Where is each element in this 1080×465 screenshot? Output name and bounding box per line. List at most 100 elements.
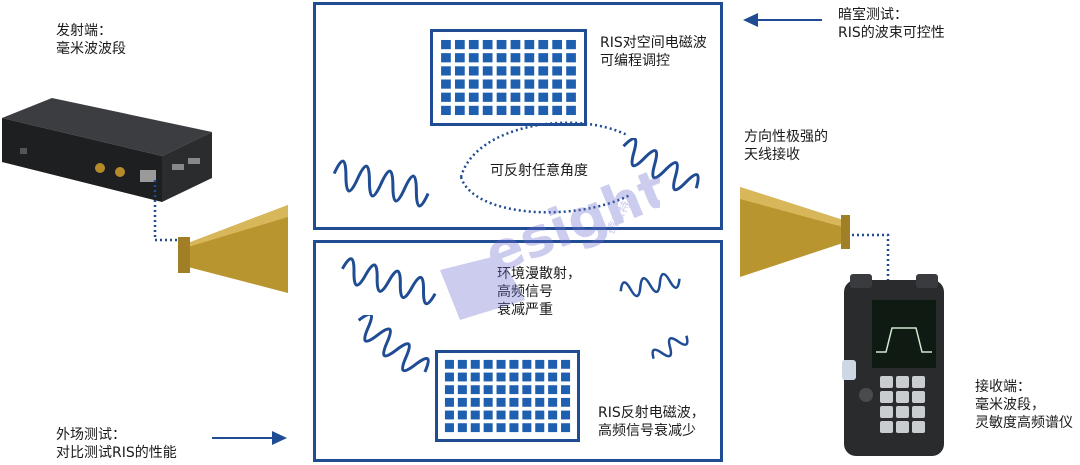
ris-cell [468, 79, 479, 89]
ris-cell [522, 359, 532, 369]
scatter-caption-line2: 高频信号 [497, 284, 553, 300]
watermark-logo: esight 德思特 [440, 160, 660, 320]
ris-cell [468, 39, 479, 50]
ris-cell [509, 359, 519, 369]
receiver-label-line1: 接收端： [975, 379, 1031, 395]
ris-cell [561, 359, 571, 369]
ris-cell [548, 359, 558, 369]
receiver-label-line2: 毫米波段， [975, 397, 1045, 413]
ris-cell [454, 53, 465, 63]
ris-cell [509, 410, 519, 420]
transmitter-label-line2: 毫米波波段 [56, 41, 126, 57]
ris-cell [444, 372, 454, 382]
ris-cell [509, 385, 519, 395]
directional-label-line2: 天线接收 [744, 147, 800, 163]
ris-cell [457, 423, 467, 433]
ris-cell [510, 79, 521, 89]
ris-cell [548, 423, 558, 433]
ris-cell [441, 39, 451, 50]
ris-cell [548, 372, 558, 382]
ris-cell [522, 372, 532, 382]
ris-cell [457, 397, 467, 407]
ris-cell [522, 410, 532, 420]
scatter-wave-icon-4 [651, 335, 689, 360]
scatter-caption-line3: 衰减严重 [497, 302, 553, 318]
reflected-wave-icon [622, 138, 700, 192]
ris-cell [509, 423, 519, 433]
ris-cell [552, 39, 563, 50]
ris-cell [482, 39, 493, 50]
ris-cell [483, 359, 493, 369]
ris-cell [496, 372, 506, 382]
ris-cell [510, 105, 521, 116]
ris-cell [535, 397, 545, 407]
ris-cell [510, 92, 521, 102]
ris-cell [522, 385, 532, 395]
scatter-caption: 环境漫散射， 高频信号 衰减严重 [497, 265, 581, 319]
ris-cell [538, 53, 549, 63]
ris-grid-bottom [444, 359, 571, 433]
ris-cell [444, 385, 454, 395]
ris-cell [524, 39, 535, 50]
ris-cell [454, 66, 465, 76]
ris-bottom-caption-line1: RIS反射电磁波， [598, 405, 705, 421]
outdoor-label-line1: 外场测试： [56, 427, 126, 443]
ris-cell [483, 397, 493, 407]
ris-cell [457, 385, 467, 395]
ris-cell [482, 53, 493, 63]
transmitter-label: 发射端： 毫米波波段 [56, 22, 126, 58]
ris-cell [441, 66, 451, 76]
ris-cell [524, 105, 535, 116]
ris-cell [444, 423, 454, 433]
ris-cell [482, 79, 493, 89]
ris-cell [496, 105, 507, 116]
ris-cell [441, 92, 451, 102]
ris-cell [566, 105, 576, 116]
ris-cell [524, 92, 535, 102]
ris-cell [548, 385, 558, 395]
ris-cell [538, 79, 549, 89]
ris-cell [444, 410, 454, 420]
ris-cell [510, 53, 521, 63]
ris-bottom-caption: RIS反射电磁波， 高频信号衰减少 [598, 404, 705, 440]
ris-cell [457, 410, 467, 420]
directional-antenna-label: 方向性极强的 天线接收 [744, 128, 828, 164]
ris-cell [470, 385, 480, 395]
ris-cell [457, 359, 467, 369]
ris-cell [468, 53, 479, 63]
ris-grid-top [441, 39, 576, 116]
ris-cell [482, 92, 493, 102]
anechoic-arrow-icon [743, 13, 822, 27]
ris-cell [454, 105, 465, 116]
ris-cell [496, 423, 506, 433]
ris-cell [509, 372, 519, 382]
ris-cell [468, 105, 479, 116]
reflection-angle-arc [459, 121, 631, 214]
ris-cell [496, 359, 506, 369]
ris-cell [561, 385, 571, 395]
ris-cell [470, 410, 480, 420]
ris-panel-bottom [435, 350, 580, 442]
ris-cell [496, 53, 507, 63]
ris-cell [444, 359, 454, 369]
ris-cell [510, 66, 521, 76]
ris-cell [535, 423, 545, 433]
watermark-text: esight [476, 160, 660, 287]
transmitter-horn-antenna [178, 205, 288, 293]
ris-cell [538, 105, 549, 116]
ris-cell [552, 79, 563, 89]
ris-cell [509, 397, 519, 407]
ris-cell [468, 66, 479, 76]
ris-cell [522, 423, 532, 433]
ris-cell [483, 423, 493, 433]
ris-cell [538, 39, 549, 50]
ris-cell [524, 66, 535, 76]
ris-cell [496, 92, 507, 102]
scatter-wave-icon-3 [619, 272, 681, 298]
ris-cell [468, 92, 479, 102]
ris-cell [535, 410, 545, 420]
ris-top-caption: RIS对空间电磁波 可编程调控 [600, 34, 707, 70]
receiver-horn-antenna [740, 187, 850, 277]
ris-cell [566, 79, 576, 89]
directional-label-line1: 方向性极强的 [744, 129, 828, 145]
